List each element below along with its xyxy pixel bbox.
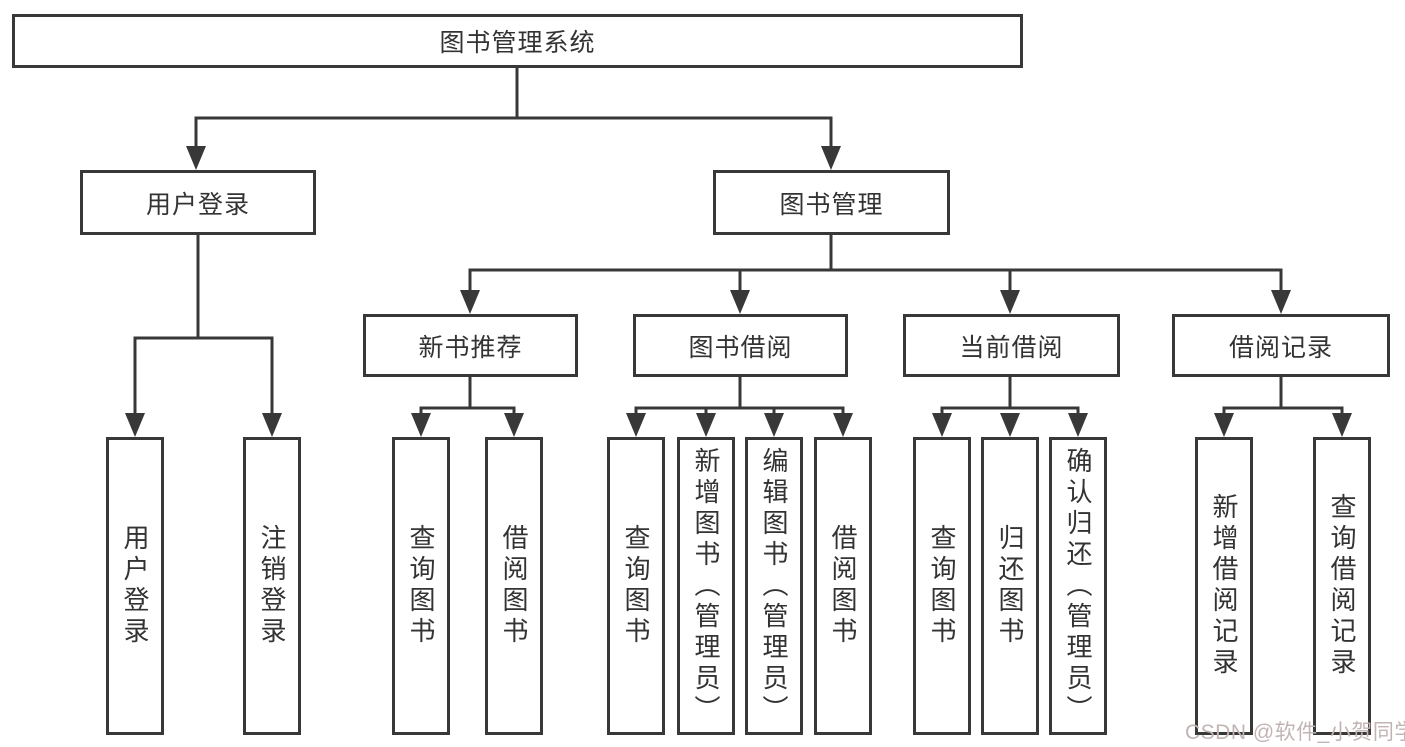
- node-user-login: 用户登录: [80, 170, 316, 235]
- node-book-management: 图书管理: [713, 170, 950, 235]
- leaf-logout: 注销登录: [243, 437, 301, 735]
- node-current-borrowing: 当前借阅: [903, 314, 1120, 377]
- leaf-return-books: 归还图书: [981, 437, 1039, 735]
- leaf-query-books-borrowing: 查询图书: [607, 437, 665, 735]
- leaf-borrow-books-recommend: 借阅图书: [485, 437, 543, 735]
- node-new-book-recommend: 新书推荐: [363, 314, 578, 377]
- leaf-confirm-return-admin: 确认归还（管理员）: [1049, 437, 1107, 735]
- leaf-query-books-current: 查询图书: [913, 437, 971, 735]
- leaf-user-login: 用户登录: [106, 437, 164, 735]
- leaf-query-books-recommend: 查询图书: [392, 437, 450, 735]
- node-borrowing-records: 借阅记录: [1172, 314, 1390, 377]
- leaf-query-borrow-record: 查询借阅记录: [1313, 437, 1371, 735]
- tree-edges: [133, 66, 1344, 417]
- node-book-borrowing: 图书借阅: [633, 314, 848, 377]
- arrowhead-icons: [125, 146, 1352, 437]
- leaf-add-borrow-record: 新增借阅记录: [1195, 437, 1253, 735]
- watermark: CSDN @软件_小贺同学: [1185, 721, 1405, 744]
- leaf-borrow-books: 借阅图书: [814, 437, 872, 735]
- node-library-system: 图书管理系统: [12, 14, 1023, 68]
- leaf-edit-books-admin: 编辑图书（管理员）: [745, 437, 803, 735]
- leaf-add-books-admin: 新增图书（管理员）: [677, 437, 735, 735]
